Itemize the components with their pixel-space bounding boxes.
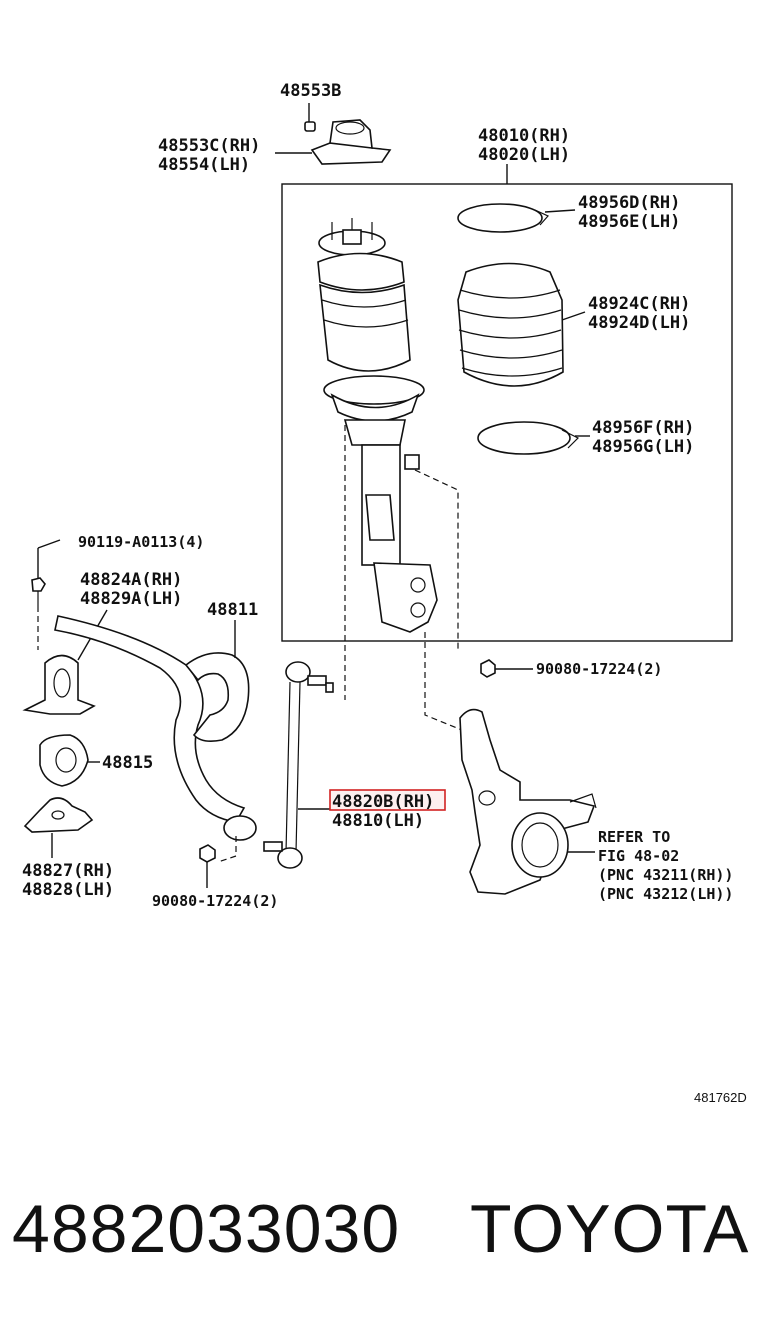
stabilizer-bracket-48824A	[22, 654, 96, 715]
leader-90119-b	[37, 539, 61, 549]
label-48553C: 48553C(RH)	[158, 136, 260, 156]
stabilizer-link-48820B	[263, 661, 334, 869]
label-refer-pnc-rh: (PNC 43211(RH))	[598, 866, 733, 884]
upper-mount-nut	[304, 121, 316, 132]
label-48924D: 48924D(LH)	[588, 313, 690, 333]
dust-boot-48924C	[457, 262, 564, 387]
nut-90080-upper	[480, 659, 496, 678]
leader-48924C	[561, 311, 586, 321]
bushing-48815	[39, 734, 89, 787]
label-48815: 48815	[102, 753, 153, 773]
label-48828: 48828(LH)	[22, 880, 114, 900]
label-48554: 48554(LH)	[158, 155, 250, 175]
label-refer-pnc-lh: (PNC 43212(LH))	[598, 885, 733, 903]
upper-support-48553C	[310, 119, 392, 165]
label-48956F: 48956F(RH)	[592, 418, 694, 438]
label-48924C: 48924C(RH)	[588, 294, 690, 314]
dashed-strut-to-knuckle	[424, 632, 463, 731]
dashed-strut-to-nut	[414, 469, 459, 650]
highlight-48820B	[329, 789, 446, 811]
label-48956G: 48956G(LH)	[592, 437, 694, 457]
bolt-90119	[31, 577, 46, 606]
footer-brand: TOYOTA	[470, 1191, 750, 1267]
bracket-48827	[23, 797, 94, 833]
label-48811: 48811	[207, 600, 258, 620]
label-48829A: 48829A(LH)	[80, 589, 182, 609]
label-48827: 48827(RH)	[22, 861, 114, 881]
label-48956D: 48956D(RH)	[578, 193, 680, 213]
label-refer-to: REFER TO	[598, 828, 670, 846]
label-48010: 48010(RH)	[478, 126, 570, 146]
label-48820B: 48820B(RH)	[332, 792, 434, 812]
boot-clamp-upper-48956D	[457, 203, 549, 233]
dashed-bar-to-nut	[217, 836, 237, 863]
air-suspension-strut	[317, 218, 438, 633]
stabilizer-bar-48811	[54, 615, 257, 841]
label-refer-fig: FIG 48-02	[598, 847, 679, 865]
label-48020: 48020(LH)	[478, 145, 570, 165]
label-90080-upper: 90080-17224(2)	[536, 660, 662, 678]
label-48824A: 48824A(RH)	[80, 570, 182, 590]
label-48956E: 48956E(LH)	[578, 212, 680, 232]
label-48810: 48810(LH)	[332, 811, 424, 831]
leader-48956D	[544, 209, 576, 213]
figure-code: 481762D	[694, 1090, 747, 1105]
steering-knuckle	[459, 708, 597, 895]
boot-clamp-lower-48956F	[477, 421, 580, 455]
label-90080-lower: 90080-17224(2)	[152, 892, 278, 910]
footer-part-number: 4882033030	[12, 1191, 401, 1267]
nut-90080-lower	[199, 844, 216, 863]
label-90119: 90119-A0113(4)	[78, 533, 204, 551]
label-48553B: 48553B	[280, 81, 341, 101]
